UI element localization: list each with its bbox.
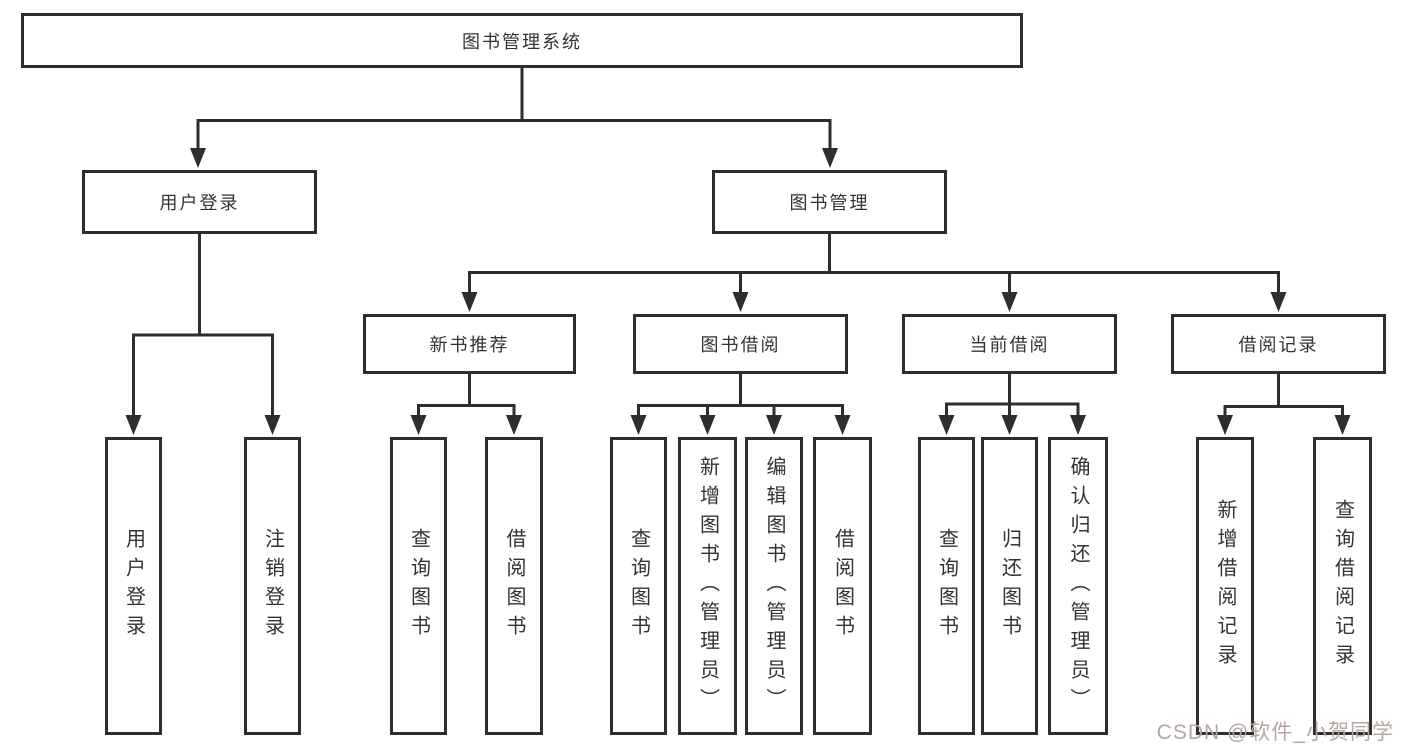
node-label: 编辑图书（管理员） xyxy=(763,455,785,717)
node-label: 借阅图书 xyxy=(831,528,854,644)
leaf-query-borrow-record: 查询借阅记录 xyxy=(1313,437,1372,735)
leaf-add-books-admin: 新增图书（管理员） xyxy=(678,437,737,735)
node-label: 新书推荐 xyxy=(429,335,510,355)
node-label: 查询借阅记录 xyxy=(1331,499,1354,673)
node-label: 用户登录 xyxy=(159,193,240,213)
leaf-query-books-recommend: 查询图书 xyxy=(390,437,447,735)
node-user-login-module: 用户登录 xyxy=(82,170,317,234)
leaf-return-books: 归还图书 xyxy=(981,437,1038,735)
node-label: 当前借阅 xyxy=(969,335,1050,355)
leaf-edit-books-admin: 编辑图书（管理员） xyxy=(745,437,803,735)
node-borrow-records: 借阅记录 xyxy=(1171,314,1386,374)
node-current-borrow: 当前借阅 xyxy=(902,314,1117,374)
node-label: 新增借阅记录 xyxy=(1214,499,1236,673)
node-book-management-module: 图书管理 xyxy=(712,170,947,234)
leaf-user-login: 用户登录 xyxy=(105,437,162,735)
leaf-confirm-return-admin: 确认归还（管理员） xyxy=(1048,437,1108,735)
node-new-book-recommend: 新书推荐 xyxy=(363,314,576,374)
node-label: 查询图书 xyxy=(935,528,958,644)
leaf-add-borrow-record: 新增借阅记录 xyxy=(1196,437,1254,735)
node-label: 查询图书 xyxy=(407,528,430,644)
csdn-watermark: CSDN @软件_小贺同学 xyxy=(1156,721,1394,744)
node-label: 用户登录 xyxy=(122,528,145,644)
node-label: 借阅图书 xyxy=(503,528,525,644)
node-root: 图书管理系统 xyxy=(21,13,1023,68)
leaf-borrow-books: 借阅图书 xyxy=(813,437,872,735)
node-book-borrow: 图书借阅 xyxy=(633,314,848,374)
node-label: 图书借阅 xyxy=(700,335,781,355)
node-label: 归还图书 xyxy=(998,528,1021,644)
node-label: 图书管理 xyxy=(789,193,870,213)
leaf-borrow-books-recommend: 借阅图书 xyxy=(485,437,543,735)
leaf-query-books-current: 查询图书 xyxy=(918,437,975,735)
node-label: 确认归还（管理员） xyxy=(1067,455,1089,717)
node-label: 图书管理系统 xyxy=(462,31,582,52)
leaf-query-books-borrow: 查询图书 xyxy=(610,437,667,735)
node-label: 新增图书（管理员） xyxy=(696,455,719,717)
node-label: 查询图书 xyxy=(627,528,650,644)
node-label: 借阅记录 xyxy=(1238,335,1319,355)
node-label: 注销登录 xyxy=(261,528,284,644)
leaf-logout: 注销登录 xyxy=(244,437,301,735)
